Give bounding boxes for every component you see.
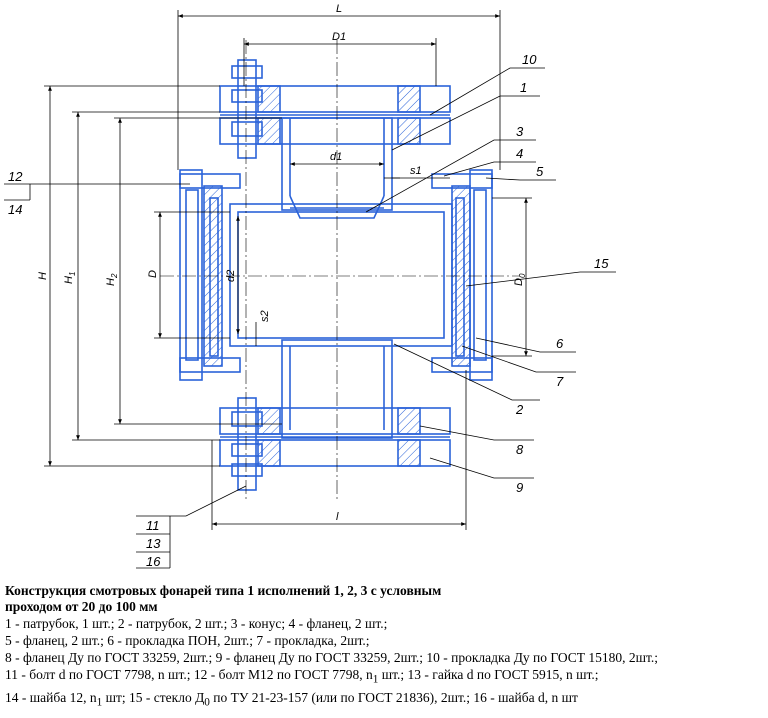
callout-1: 1 [520,80,527,95]
drawing-caption: Конструкция смотровых фонарей типа 1 исп… [5,583,765,711]
callout-3: 3 [516,124,524,139]
callout-labels: 10 1 3 4 5 12 14 15 6 7 2 8 9 11 13 16 [8,52,609,569]
caption-line-5-sub1: 1 [96,696,103,709]
caption-title-2: проходом от 20 до 100 мм [5,599,158,614]
top-bolt [237,59,257,159]
dim-L: L [336,3,342,15]
caption-line-5b: шт; 15 - стекло Д [102,689,205,705]
dimension-lines [44,10,532,530]
dim-d1: d1 [330,151,342,163]
dim-d2: d2 [225,270,237,282]
caption-line-5-sub2: 0 [204,696,210,709]
caption-line-5a: 14 - шайба 12, n [5,689,97,705]
caption-line-1: 1 - патрубок, 1 шт.; 2 - патрубок, 2 шт.… [5,616,388,631]
leader-lines [4,67,616,569]
bottom-flange-upper [219,407,451,435]
dim-l: l [336,511,339,523]
dim-H2: H2 [105,273,119,286]
caption-line-4a: 11 - болт d по ГОСТ 7798, n шт.; 12 - бо… [5,667,373,682]
assembly-drawing: L D1 d1 s1 D d2 s2 H H1 H2 D0 l 10 [4,3,616,569]
part-geometry [179,59,493,491]
callout-9: 9 [516,480,523,495]
dim-D: D [147,270,159,278]
caption-line-5c: по ТУ 21-23-157 (или по ГОСТ 21836), 2шт… [209,689,578,705]
callout-6: 6 [556,336,564,351]
callout-14: 14 [8,202,22,217]
dim-D1: D1 [332,31,346,43]
central-body [229,203,453,347]
callout-10: 10 [522,52,537,67]
dim-s1: s1 [410,165,422,177]
caption-line-4-sub: 1 [372,673,379,686]
callout-12: 12 [8,169,23,184]
callout-4: 4 [516,146,523,161]
caption-line-4: 11 - болт d по ГОСТ 7798, n шт.; 12 - бо… [5,666,765,689]
caption-line-3: 8 - фланец Ду по ГОСТ 33259, 2шт.; 9 - ф… [5,650,659,665]
top-flange-upper [219,85,451,113]
center-lines [160,40,520,500]
callout-8: 8 [516,442,524,457]
dimension-labels: L D1 d1 s1 D d2 s2 H H1 H2 D0 l [37,3,527,523]
callout-15: 15 [594,256,609,271]
dim-H1: H1 [63,272,77,284]
dim-D0: D0 [513,273,527,286]
dim-H: H [37,272,49,280]
dim-s2: s2 [259,310,271,322]
left-side-flange [179,169,203,381]
caption-line-2: 5 - фланец, 2 шт.; 6 - прокладка ПОН, 2ш… [5,633,370,648]
callout-7: 7 [556,374,564,389]
bottom-flange-lower [219,439,451,467]
callout-11: 11 [146,518,160,533]
caption-line-4b: шт.; 13 - гайка d по ГОСТ 5915, n шт.; [378,667,599,682]
caption-line-5: 14 - шайба 12, n1 шт; 15 - стекло Д0 по … [5,689,765,712]
caption-title-1: Конструкция смотровых фонарей типа 1 исп… [5,583,442,598]
callout-5: 5 [536,164,544,179]
callout-16: 16 [146,554,161,569]
callout-13: 13 [146,536,161,551]
callout-2: 2 [515,402,524,417]
